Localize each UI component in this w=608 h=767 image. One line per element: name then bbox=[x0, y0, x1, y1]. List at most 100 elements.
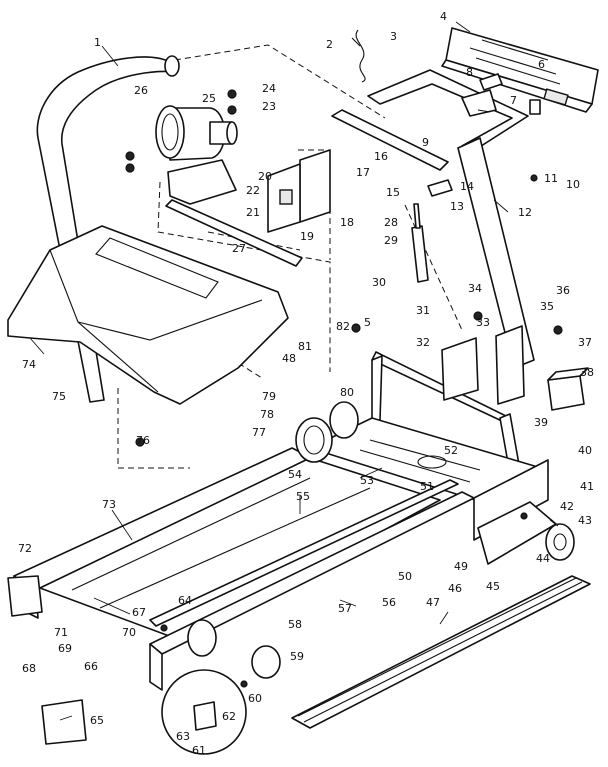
callout-34: 34 bbox=[468, 282, 482, 295]
callout-76: 76 bbox=[136, 434, 150, 447]
callout-19: 19 bbox=[300, 230, 314, 243]
part-33-upright-bracket bbox=[441, 337, 479, 401]
callout-26: 26 bbox=[134, 84, 148, 97]
part-3-power-cord bbox=[355, 29, 366, 83]
callout-82: 82 bbox=[336, 320, 350, 333]
callout-38: 38 bbox=[580, 366, 594, 379]
part-38-transformer bbox=[547, 367, 589, 411]
callout-52: 52 bbox=[444, 444, 458, 457]
part-4-console bbox=[441, 27, 599, 113]
part-12-upright bbox=[457, 137, 535, 369]
callout-78: 78 bbox=[260, 408, 274, 421]
callout-44: 44 bbox=[536, 552, 550, 565]
callout-31: 31 bbox=[416, 304, 430, 317]
callout-72: 72 bbox=[18, 542, 32, 555]
part-2-clip bbox=[351, 37, 361, 47]
callout-1: 1 bbox=[94, 36, 101, 49]
callout-42: 42 bbox=[560, 500, 574, 513]
callout-17: 17 bbox=[356, 166, 370, 179]
callout-56: 56 bbox=[382, 596, 396, 609]
callout-6: 6 bbox=[538, 58, 545, 71]
part-58-belt-guide bbox=[149, 479, 459, 627]
callout-66: 66 bbox=[84, 660, 98, 673]
detail-inset-61 bbox=[161, 669, 247, 755]
callout-69: 69 bbox=[58, 642, 72, 655]
callout-54: 54 bbox=[288, 468, 302, 481]
callout-68: 68 bbox=[22, 662, 36, 675]
callout-25: 25 bbox=[202, 92, 216, 105]
callout-4: 4 bbox=[440, 10, 447, 23]
callout-41: 41 bbox=[580, 480, 594, 493]
callout-53: 53 bbox=[360, 474, 374, 487]
callout-46: 46 bbox=[448, 582, 462, 595]
callout-40: 40 bbox=[578, 444, 592, 457]
callout-45: 45 bbox=[486, 580, 500, 593]
callout-12: 12 bbox=[518, 206, 532, 219]
callout-3: 3 bbox=[390, 30, 397, 43]
callout-80: 80 bbox=[340, 386, 354, 399]
callout-61: 61 bbox=[192, 744, 206, 757]
part-65-end-cap bbox=[41, 699, 87, 745]
part-8-clip bbox=[529, 99, 541, 115]
part-18-controller bbox=[267, 149, 331, 233]
callout-43: 43 bbox=[578, 514, 592, 527]
callout-59: 59 bbox=[290, 650, 304, 663]
part-80-pulley bbox=[329, 401, 359, 439]
callout-27: 27 bbox=[232, 242, 246, 255]
callout-55: 55 bbox=[296, 490, 310, 503]
callout-11: 11 bbox=[544, 172, 558, 185]
callout-73: 73 bbox=[102, 498, 116, 511]
callout-65: 65 bbox=[90, 714, 104, 727]
callout-18: 18 bbox=[340, 216, 354, 229]
callout-81: 81 bbox=[298, 340, 312, 353]
callout-leader-lines bbox=[29, 21, 559, 721]
part-25-motor bbox=[155, 105, 238, 161]
part-54-front-roller bbox=[295, 417, 333, 463]
callout-36: 36 bbox=[556, 284, 570, 297]
callout-10: 10 bbox=[566, 178, 580, 191]
callout-2: 2 bbox=[326, 38, 333, 51]
callout-33: 33 bbox=[476, 316, 490, 329]
callout-70: 70 bbox=[122, 626, 136, 639]
callout-47: 47 bbox=[426, 596, 440, 609]
callout-74: 74 bbox=[22, 358, 36, 371]
callout-39: 39 bbox=[534, 416, 548, 429]
part-42-wheel bbox=[545, 523, 575, 561]
part-28-shock-rod bbox=[413, 203, 421, 229]
callout-51: 51 bbox=[420, 480, 434, 493]
callout-5: 5 bbox=[364, 316, 371, 329]
part-14-bracket bbox=[427, 179, 453, 197]
callout-9: 9 bbox=[422, 136, 429, 149]
part-42-wheel-hub bbox=[553, 533, 567, 551]
callout-58: 58 bbox=[288, 618, 302, 631]
part-29-shock bbox=[411, 225, 429, 283]
callout-71: 71 bbox=[54, 626, 68, 639]
callout-57: 57 bbox=[338, 602, 352, 615]
callout-64: 64 bbox=[178, 594, 192, 607]
part-22-motor-bracket bbox=[167, 159, 237, 205]
callout-23: 23 bbox=[262, 100, 276, 113]
part-7-bracket bbox=[461, 89, 497, 117]
handrail-end-cap bbox=[164, 55, 180, 77]
part-74-motor-hood bbox=[7, 225, 289, 405]
part-59-wheel bbox=[251, 645, 281, 679]
part-72-end-cap bbox=[7, 575, 43, 617]
callout-32: 32 bbox=[416, 336, 430, 349]
callout-28: 28 bbox=[384, 216, 398, 229]
callout-63: 63 bbox=[176, 730, 190, 743]
part-6-bracket bbox=[479, 73, 503, 91]
callout-15: 15 bbox=[386, 186, 400, 199]
callout-50: 50 bbox=[398, 570, 412, 583]
callout-75: 75 bbox=[52, 390, 66, 403]
part-16-rod bbox=[331, 109, 449, 171]
callout-24: 24 bbox=[262, 82, 276, 95]
callout-22: 22 bbox=[246, 184, 260, 197]
callout-8: 8 bbox=[466, 66, 473, 79]
callout-16: 16 bbox=[374, 150, 388, 163]
part-33-upright-bracket-right bbox=[495, 325, 525, 405]
callout-7: 7 bbox=[510, 94, 517, 107]
callout-49: 49 bbox=[454, 560, 468, 573]
